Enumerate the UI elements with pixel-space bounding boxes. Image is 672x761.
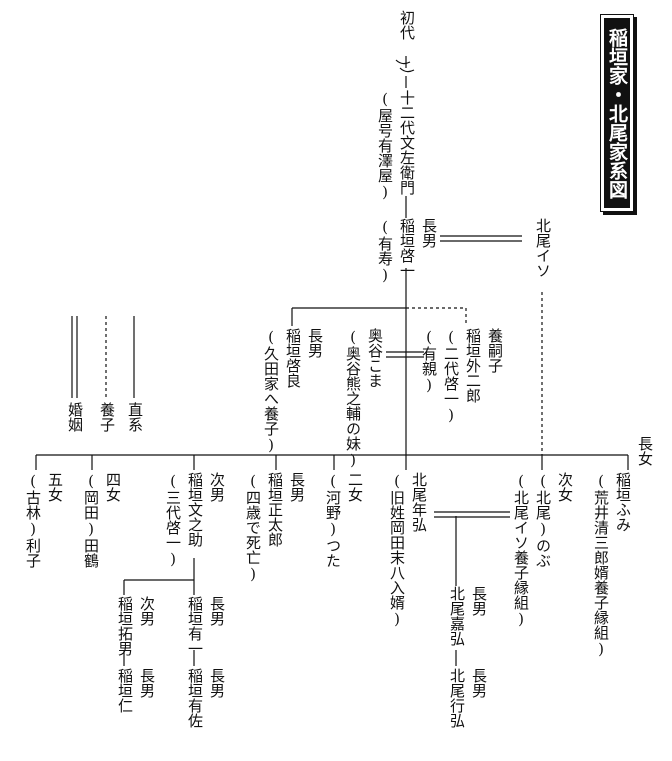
title-box: 稲垣家・北尾家系図 xyxy=(600,14,634,212)
person-keiryo-rel: 長男 xyxy=(306,328,324,358)
person-takuo-rel: 次男 xyxy=(138,596,156,626)
person-bunnosuke-rel: 次男 xyxy=(208,472,226,502)
person-riko-name: (古林)利子 xyxy=(24,472,42,568)
person-shodai: 初代 xyxy=(398,10,416,40)
person-shotaro-name: 稲垣正太郎 xyxy=(266,472,284,547)
person-toshihiro-note: (旧姓岡田末八入婿) xyxy=(388,472,406,628)
person-nobu-name: (北尾)のぶ xyxy=(534,472,552,568)
person-bunnosuke-note: (三代啓一) xyxy=(164,472,182,568)
person-gen12-note: (屋号有澤屋) xyxy=(376,90,394,201)
person-hitoshi-name: 稲垣仁 xyxy=(116,668,134,713)
person-hitoshi-rel: 長男 xyxy=(138,668,156,698)
person-keiichi-rel: 長男 xyxy=(420,218,438,248)
person-fumi-name: 稲垣ふみ xyxy=(614,472,632,532)
person-riko-rel: 五女 xyxy=(46,472,64,502)
person-kahiro-rel: 長男 xyxy=(470,586,488,616)
person-kahiro-name: 北尾嘉弘 xyxy=(448,586,466,646)
person-keiryo-name: 稲垣啓良 xyxy=(284,328,302,388)
person-koma-name: 奥谷こま xyxy=(366,328,384,388)
person-keiichi-name: 稲垣啓一 xyxy=(398,218,416,278)
legend-direct-label: 直系 xyxy=(126,402,144,432)
person-fumi-rel: 長女 xyxy=(636,436,654,466)
person-keiichi-note: (有寿) xyxy=(376,218,394,284)
person-yusa-rel: 長男 xyxy=(208,668,226,698)
person-keiryo-note: (久田家へ養子) xyxy=(262,328,280,454)
person-iso: 北尾イソ xyxy=(534,218,552,278)
person-yukihiro-name: 北尾行弘 xyxy=(448,668,466,728)
person-sotojiro-note2: (有親) xyxy=(420,328,438,394)
person-tazu-rel: 四女 xyxy=(104,472,122,502)
person-yusa-name: 稲垣有佐 xyxy=(186,668,204,728)
person-tsuta-rel: 二女 xyxy=(346,472,364,502)
line-break-mark xyxy=(395,59,415,73)
legend-marriage-label: 婚姻 xyxy=(66,402,84,432)
person-yukihiro-rel: 長男 xyxy=(470,668,488,698)
person-yuichi-name: 稲垣有一 xyxy=(186,596,204,656)
person-gen12-name: 十二代文左衛門 xyxy=(398,90,416,195)
person-sotojiro-note1: (二代啓一) xyxy=(442,328,460,424)
person-shotaro-note: (四歳で死亡) xyxy=(244,472,262,583)
person-sotojiro-rel: 養嗣子 xyxy=(486,328,504,373)
person-nobu-note: (北尾イソ養子縁組) xyxy=(512,472,530,628)
person-tazu-name: (岡田)田鶴 xyxy=(82,472,100,568)
person-koma-note: (奥谷熊之輔の妹) xyxy=(344,328,362,469)
person-shotaro-rel: 長男 xyxy=(288,472,306,502)
person-yuichi-rel: 長男 xyxy=(208,596,226,626)
person-sotojiro-name: 稲垣外二郎 xyxy=(464,328,482,403)
person-bunnosuke-name: 稲垣文之助 xyxy=(186,472,204,547)
person-nobu-rel: 次女 xyxy=(556,472,574,502)
person-fumi-note: (荒井清三郎婿養子縁組) xyxy=(592,472,610,658)
person-takuo-name: 稲垣拓男 xyxy=(116,596,134,656)
person-toshihiro-name: 北尾年弘 xyxy=(410,472,428,532)
person-tsuta-name: (河野)つた xyxy=(324,472,342,568)
diagram-title: 稲垣家・北尾家系図 xyxy=(604,18,630,208)
legend-adopted-label: 養子 xyxy=(98,402,116,432)
